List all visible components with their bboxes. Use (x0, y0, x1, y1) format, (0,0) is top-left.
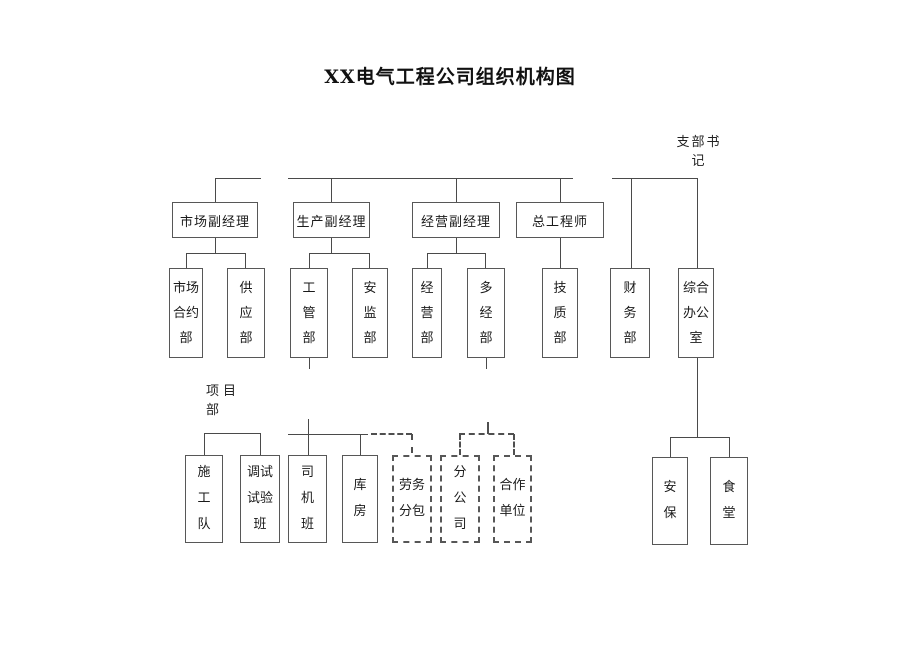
node-commissioning-test-squad: 调试 试验 班 (240, 455, 280, 543)
node-safety-supervision-dept: 安 监 部 (352, 268, 388, 358)
connector-line (186, 253, 187, 268)
branch-secretary-label: 支部书 记 (676, 135, 722, 169)
connector-line (215, 178, 261, 179)
node-operations-dept: 经 营 部 (412, 268, 442, 358)
connector-line (186, 253, 246, 254)
connector-line (560, 178, 561, 202)
connector-line (670, 437, 729, 438)
connector-line (697, 178, 698, 268)
connector-line (612, 178, 698, 179)
node-labor-subcontract: 劳务 分包 (392, 455, 432, 543)
connector-line (331, 178, 332, 202)
connector-line (288, 434, 368, 435)
node-finance-dept: 财 务 部 (610, 268, 650, 358)
connector-line (729, 437, 730, 458)
connector-line (215, 178, 216, 202)
node-branch-company: 分 公 司 (440, 455, 480, 543)
node-operations-deputy-manager: 经营副经理 (412, 202, 500, 238)
connector-line (260, 433, 261, 455)
connector-line-dashed (371, 433, 412, 435)
node-tech-quality-dept: 技 质 部 (542, 268, 578, 358)
connector-line (288, 178, 573, 179)
node-construction-team: 施 工 队 (185, 455, 223, 543)
node-marketing-deputy-manager: 市场副经理 (172, 202, 258, 238)
connector-stub (309, 358, 310, 369)
connector-line (560, 238, 561, 268)
chart-title: XX电气工程公司组织机构图 (324, 66, 576, 88)
connector-line (360, 434, 361, 455)
node-engineering-mgmt-dept: 工 管 部 (290, 268, 328, 358)
node-warehouse: 库 房 (342, 455, 378, 543)
project-dept-label: 项目 部 (206, 384, 241, 418)
node-security: 安 保 (652, 457, 688, 545)
connector-line-dashed (487, 422, 489, 434)
connector-line-dashed (459, 434, 461, 455)
connector-line (485, 253, 486, 268)
node-general-office: 综合 办公 室 (678, 268, 714, 358)
connector-line (456, 178, 457, 202)
connector-line (204, 433, 205, 455)
node-drivers-squad: 司 机 班 (288, 455, 327, 543)
connector-line (369, 253, 370, 268)
connector-line (427, 253, 486, 254)
node-market-contract-dept: 市场 合约 部 (169, 268, 203, 358)
connector-line (427, 253, 428, 268)
connector-line (670, 437, 671, 458)
connector-stub (486, 358, 487, 369)
connector-line-dashed (411, 434, 413, 453)
connector-line (215, 238, 216, 253)
node-supply-dept: 供 应 部 (227, 268, 265, 358)
connector-line (697, 358, 698, 437)
connector-line (204, 433, 260, 434)
connector-line (331, 238, 332, 253)
connector-line (631, 178, 632, 268)
connector-line (308, 419, 309, 455)
node-production-deputy-manager: 生产副经理 (293, 202, 370, 238)
connector-line-dashed (513, 434, 515, 455)
node-chief-engineer: 总工程师 (516, 202, 604, 238)
connector-line-dashed (459, 433, 514, 435)
node-cooperation-units: 合作 单位 (493, 455, 532, 543)
node-diversified-dept: 多 经 部 (467, 268, 505, 358)
connector-line (456, 238, 457, 253)
node-canteen: 食 堂 (710, 457, 748, 545)
connector-line (245, 253, 246, 268)
connector-line (309, 253, 370, 254)
connector-line (309, 253, 310, 268)
